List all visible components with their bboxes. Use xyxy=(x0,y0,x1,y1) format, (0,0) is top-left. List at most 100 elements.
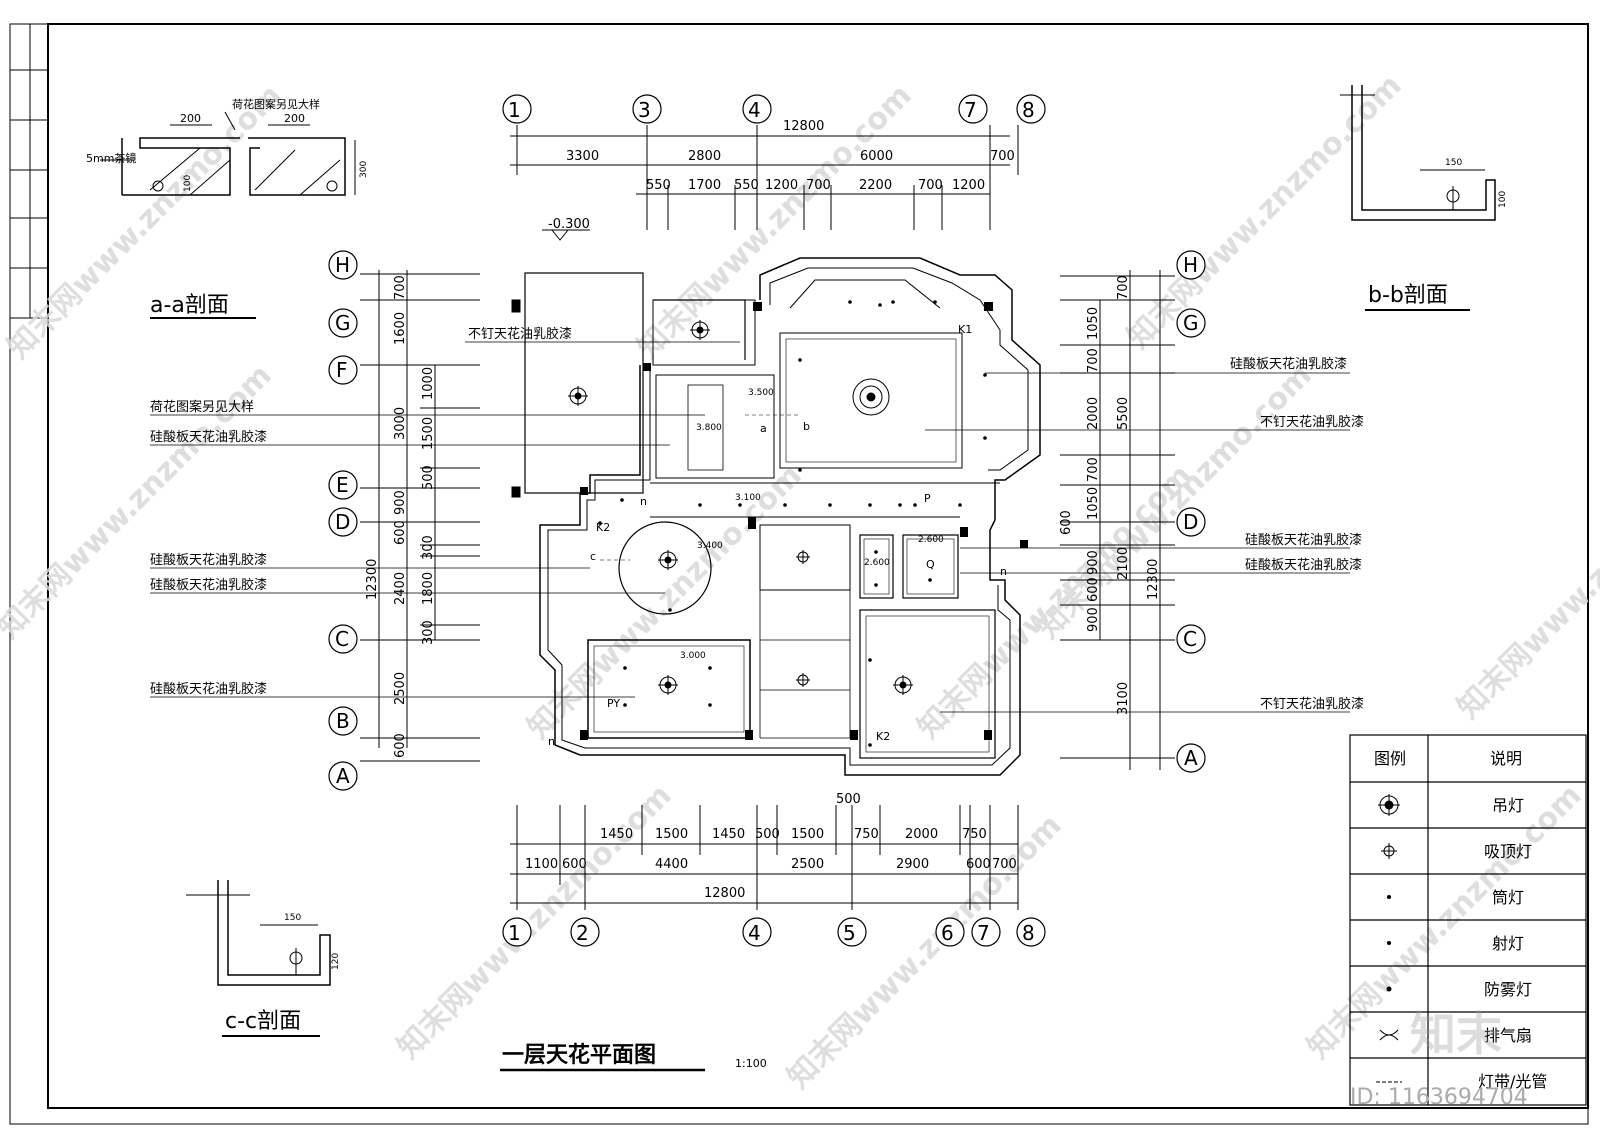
watermark-text: 知末网www.znzmo.com xyxy=(1451,438,1600,726)
note-right: 不钉天花油乳胶漆 xyxy=(1260,414,1364,430)
note-right: 硅酸板天花油乳胶漆 xyxy=(1245,532,1362,548)
legend-header-desc: 说明 xyxy=(1490,749,1522,768)
plan-label: K2 xyxy=(596,521,610,534)
axis-bubbles-left xyxy=(328,250,358,791)
dim-right: 3100 xyxy=(1116,682,1131,715)
dim-left: 1600 xyxy=(393,312,408,345)
bottom-dimensions xyxy=(510,805,1019,910)
dim-bottom: 2000 xyxy=(905,827,938,842)
aa-note: 5mm茶镜 xyxy=(86,151,136,165)
dim-right: 700 xyxy=(1086,457,1101,482)
legend-desc: 灯带/光管 xyxy=(1478,1072,1547,1091)
dim-total-bottom: 12800 xyxy=(704,886,745,901)
axis-label: H xyxy=(335,253,350,277)
axis-bubbles-right xyxy=(1176,250,1206,773)
dim-top: 700 xyxy=(990,149,1015,164)
legend-desc: 排气扇 xyxy=(1484,1026,1532,1045)
watermark-text: 知末网www.znzmo.com xyxy=(391,778,679,1066)
axis-label: C xyxy=(1183,627,1197,651)
dim-top: 550 xyxy=(646,178,671,193)
pendant-lamp-icon xyxy=(658,550,678,570)
axis-label: 1 xyxy=(508,98,521,122)
plan-elev: 3.800 xyxy=(696,423,722,433)
watermark-text: 知末网www.znzmo.com xyxy=(1031,358,1319,646)
legend-desc: 防雾灯 xyxy=(1484,980,1532,999)
dim-bottom: 1450 xyxy=(600,827,633,842)
dim-top: 3300 xyxy=(566,149,599,164)
dim-left: 2500 xyxy=(393,672,408,705)
axis-label: G xyxy=(335,311,351,335)
dim-left-total: 12300 xyxy=(365,559,380,600)
dim-left: 700 xyxy=(393,275,408,300)
axis-label: 2 xyxy=(576,921,589,945)
note-right: 硅酸板天花油乳胶漆 xyxy=(1230,356,1347,372)
dim-bottom: 4400 xyxy=(655,857,688,872)
axis-bubbles-top xyxy=(502,94,1046,124)
legend-desc: 吸顶灯 xyxy=(1484,842,1532,861)
dim-top: 550 xyxy=(734,178,759,193)
axis-label: 7 xyxy=(964,98,977,122)
axis-label: 1 xyxy=(508,921,521,945)
plan-elev: 3.500 xyxy=(748,388,774,398)
dim-top: 1200 xyxy=(765,178,798,193)
axis-label: E xyxy=(336,473,349,497)
watermark-text: 知末网www.znzmo.com xyxy=(521,458,809,746)
watermark-text: 知末网www.znzmo.com xyxy=(1121,68,1409,356)
legend-desc: 吊灯 xyxy=(1492,796,1524,815)
dim-top: 700 xyxy=(806,178,831,193)
axis-label: D xyxy=(1183,510,1198,534)
plan-elev: 3.400 xyxy=(697,541,723,551)
dim-left: 300 xyxy=(421,535,436,560)
dim-right: 900 xyxy=(1086,607,1101,632)
fog-lamp-icon xyxy=(1386,986,1392,992)
elevation-mark xyxy=(542,229,590,241)
dim-right: 600 xyxy=(1086,577,1101,602)
axis-label: 8 xyxy=(1022,98,1035,122)
watermark-text: 知末网www.znzmo.com xyxy=(631,78,919,366)
aa-note: 荷花图案另见大样 xyxy=(232,97,320,111)
dim-right-total: 12300 xyxy=(1146,559,1161,600)
dim-left: 1800 xyxy=(421,572,436,605)
dim-bottom: 500 xyxy=(755,827,780,842)
axis-label: 3 xyxy=(638,98,651,122)
left-dimensions xyxy=(360,270,480,762)
axis-label: 8 xyxy=(1022,921,1035,945)
bb-dim: 150 xyxy=(1445,158,1462,168)
dim-left: 3000 xyxy=(393,407,408,440)
pendant-lamp-icon xyxy=(1378,794,1400,816)
pendant-lamp-icon xyxy=(658,675,678,695)
pendant-lamp-icon xyxy=(893,675,913,695)
dim-right: 5500 xyxy=(1116,397,1131,430)
note-left: 硅酸板天花油乳胶漆 xyxy=(150,577,267,593)
section-cc: 150 120 c-c剖面 xyxy=(186,880,341,1037)
section-bb: 150 100 b-b剖面 xyxy=(1340,85,1508,311)
dim-bottom: 2500 xyxy=(791,857,824,872)
watermark-text: 知末网www.znzmo.com xyxy=(1,78,289,366)
dim-bottom: 1500 xyxy=(655,827,688,842)
axis-label: 6 xyxy=(941,921,954,945)
exhaust-fan-icon xyxy=(1379,1029,1399,1041)
dim-bottom: 700 xyxy=(992,857,1017,872)
plan-label: n xyxy=(1000,565,1007,578)
dim-left: 600 xyxy=(393,733,408,758)
dim-right: 700 xyxy=(1116,275,1131,300)
cc-dim: 150 xyxy=(284,913,301,923)
axis-label: A xyxy=(1184,746,1198,770)
leader-lines xyxy=(150,341,1350,713)
note-left: 硅酸板天花油乳胶漆 xyxy=(150,681,267,697)
spotlight-icon xyxy=(1387,941,1391,945)
aa-dim: 300 xyxy=(359,161,369,178)
aa-dim: 200 xyxy=(180,112,201,125)
note-left: 不钉天花油乳胶漆 xyxy=(468,326,572,342)
dim-left: 1000 xyxy=(421,367,436,400)
aa-dim: 200 xyxy=(284,112,305,125)
dim-top: 2200 xyxy=(859,178,892,193)
plan-elev: 3.000 xyxy=(680,651,706,661)
dim-top: 2800 xyxy=(688,149,721,164)
note-left: 荷花图案另见大样 xyxy=(150,399,254,415)
plan-label: b xyxy=(803,420,810,433)
dim-bottom: 2900 xyxy=(896,857,929,872)
note-left: 硅酸板天花油乳胶漆 xyxy=(150,429,267,445)
dim-right: 2000 xyxy=(1086,397,1101,430)
dim-right: 900 xyxy=(1086,550,1101,575)
